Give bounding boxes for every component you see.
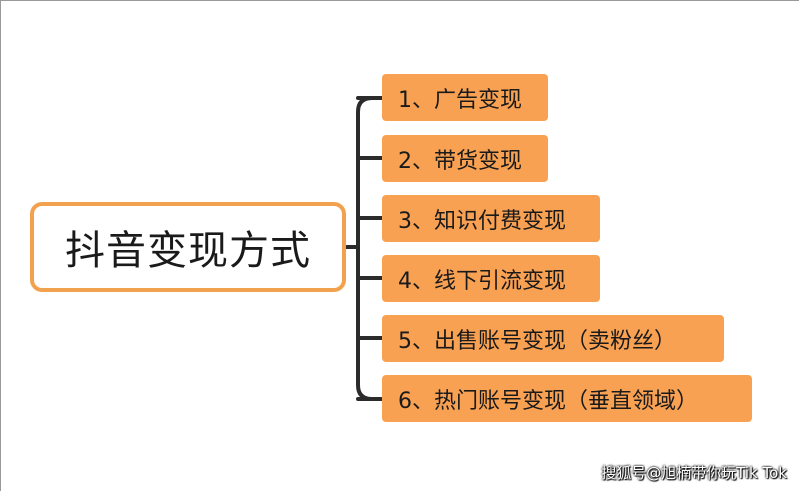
root-node: 抖音变现方式 (30, 202, 346, 292)
branch-label-6: 6、热门账号变现（垂直领域） (398, 388, 698, 414)
branch-label-5: 5、出售账号变现（卖粉丝） (398, 328, 676, 354)
branch-node-4: 4、线下引流变现 (382, 255, 600, 302)
branch-node-2: 2、带货变现 (382, 135, 548, 182)
root-node-label: 抖音变现方式 (65, 228, 311, 274)
branch-node-6: 6、热门账号变现（垂直领域） (382, 375, 752, 422)
frame-left-edge (0, 0, 1, 491)
branch-node-3: 3、知识付费变现 (382, 195, 600, 242)
branch-label-3: 3、知识付费变现 (398, 208, 566, 234)
branch-label-2: 2、带货变现 (398, 148, 522, 174)
watermark-text: 搜狐号@旭楠带你玩Tik Tok (601, 464, 787, 482)
branch-node-5: 5、出售账号变现（卖粉丝） (382, 315, 724, 362)
branch-node-1: 1、广告变现 (382, 74, 548, 121)
branch-label-1: 1、广告变现 (398, 87, 522, 113)
trunk-line (356, 96, 374, 401)
frame-top-edge (0, 0, 799, 1)
branch-label-4: 4、线下引流变现 (398, 268, 566, 294)
